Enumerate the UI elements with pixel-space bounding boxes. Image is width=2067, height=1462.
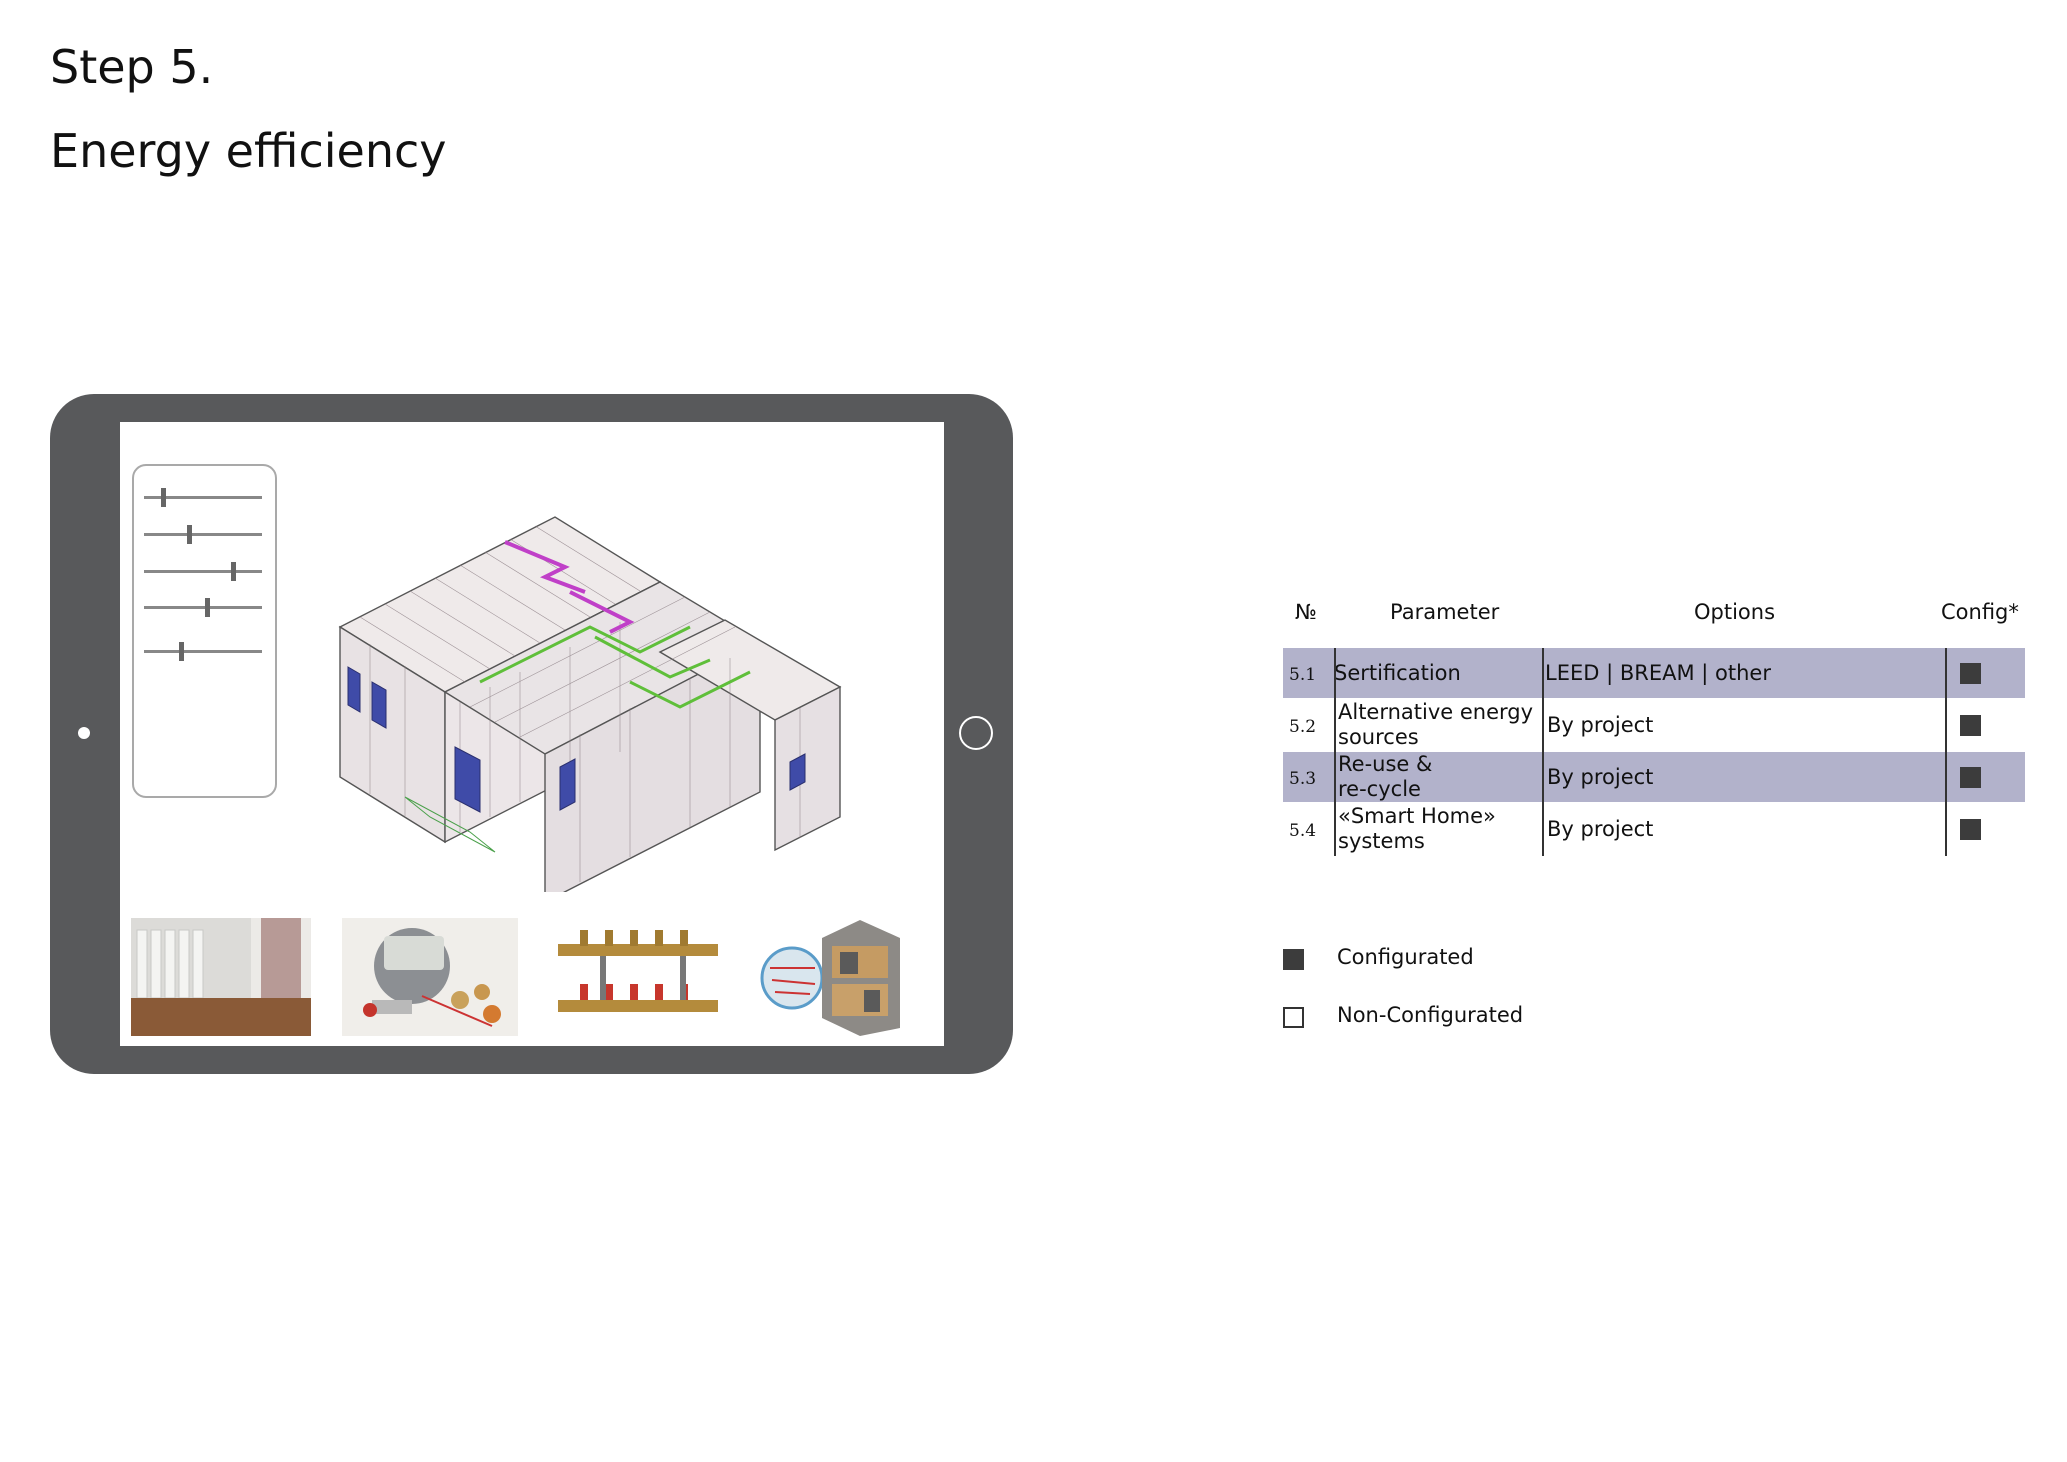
slider-thumb[interactable] bbox=[230, 562, 236, 581]
column-header-options: Options bbox=[1694, 600, 1776, 624]
config-status-checkbox[interactable] bbox=[1960, 663, 1981, 684]
row-number: 5.2 bbox=[1289, 717, 1317, 737]
legend-non-configured-label: Non-Configurated bbox=[1337, 1003, 1524, 1027]
slider-thumb[interactable] bbox=[204, 598, 210, 617]
row-parameter-continued: re-cycle bbox=[1338, 777, 1421, 801]
slider-thumb[interactable] bbox=[178, 642, 184, 661]
module-cutaway-illustration bbox=[760, 918, 920, 1036]
table-row: 5.1 Sertification LEED | BREAM | other bbox=[1283, 648, 2025, 698]
slider-track[interactable] bbox=[144, 525, 262, 544]
heat-meter-photo bbox=[342, 918, 518, 1036]
tablet-screen bbox=[120, 422, 944, 1046]
building-3d-model bbox=[338, 516, 842, 892]
tablet-frame bbox=[50, 394, 1013, 1074]
table-row: 5.3 Re-use &re-cycle By project bbox=[1283, 752, 2025, 802]
slider-track[interactable] bbox=[144, 562, 262, 581]
column-divider bbox=[1334, 648, 1336, 856]
row-number: 5.3 bbox=[1289, 769, 1317, 789]
step-title: Step 5. bbox=[50, 40, 214, 94]
slider-thumb[interactable] bbox=[186, 525, 192, 544]
row-number: 5.4 bbox=[1289, 821, 1317, 841]
row-parameter: Alternative energy bbox=[1338, 700, 1534, 724]
column-header-parameter: Parameter bbox=[1390, 600, 1500, 624]
table-row: 5.4 «Smart Home»systems By project bbox=[1283, 804, 2025, 854]
row-options: By project bbox=[1547, 713, 1654, 737]
row-parameter: Re-use & bbox=[1338, 752, 1433, 776]
column-header-config: Config* bbox=[1941, 600, 2019, 624]
row-parameter-continued: sources bbox=[1338, 725, 1419, 749]
config-status-checkbox[interactable] bbox=[1960, 767, 1981, 788]
column-divider bbox=[1945, 648, 1947, 856]
tablet-home-button[interactable] bbox=[959, 716, 993, 750]
radiator-photo bbox=[131, 918, 311, 1036]
row-parameter: Sertification bbox=[1334, 661, 1461, 685]
row-parameter-continued: systems bbox=[1338, 829, 1425, 853]
slider-track[interactable] bbox=[144, 488, 262, 507]
slider-track[interactable] bbox=[144, 598, 262, 617]
row-options: LEED | BREAM | other bbox=[1545, 661, 1771, 685]
legend-non-configured-swatch bbox=[1283, 1007, 1304, 1028]
row-parameter: «Smart Home» bbox=[1338, 804, 1496, 828]
slider-track[interactable] bbox=[144, 642, 262, 661]
row-number: 5.1 bbox=[1289, 665, 1317, 685]
legend-configured-label: Configurated bbox=[1337, 945, 1474, 969]
slider-panel bbox=[132, 464, 277, 798]
column-divider bbox=[1542, 648, 1544, 856]
section-title: Energy efficiency bbox=[50, 124, 447, 178]
slider-thumb[interactable] bbox=[160, 488, 166, 507]
legend-configured-swatch bbox=[1283, 949, 1304, 970]
column-header-number: № bbox=[1295, 600, 1317, 624]
config-status-checkbox[interactable] bbox=[1960, 819, 1981, 840]
row-options: By project bbox=[1547, 817, 1654, 841]
config-status-checkbox[interactable] bbox=[1960, 715, 1981, 736]
row-options: By project bbox=[1547, 765, 1654, 789]
manifold-photo bbox=[550, 918, 730, 1036]
tablet-camera bbox=[78, 727, 90, 739]
